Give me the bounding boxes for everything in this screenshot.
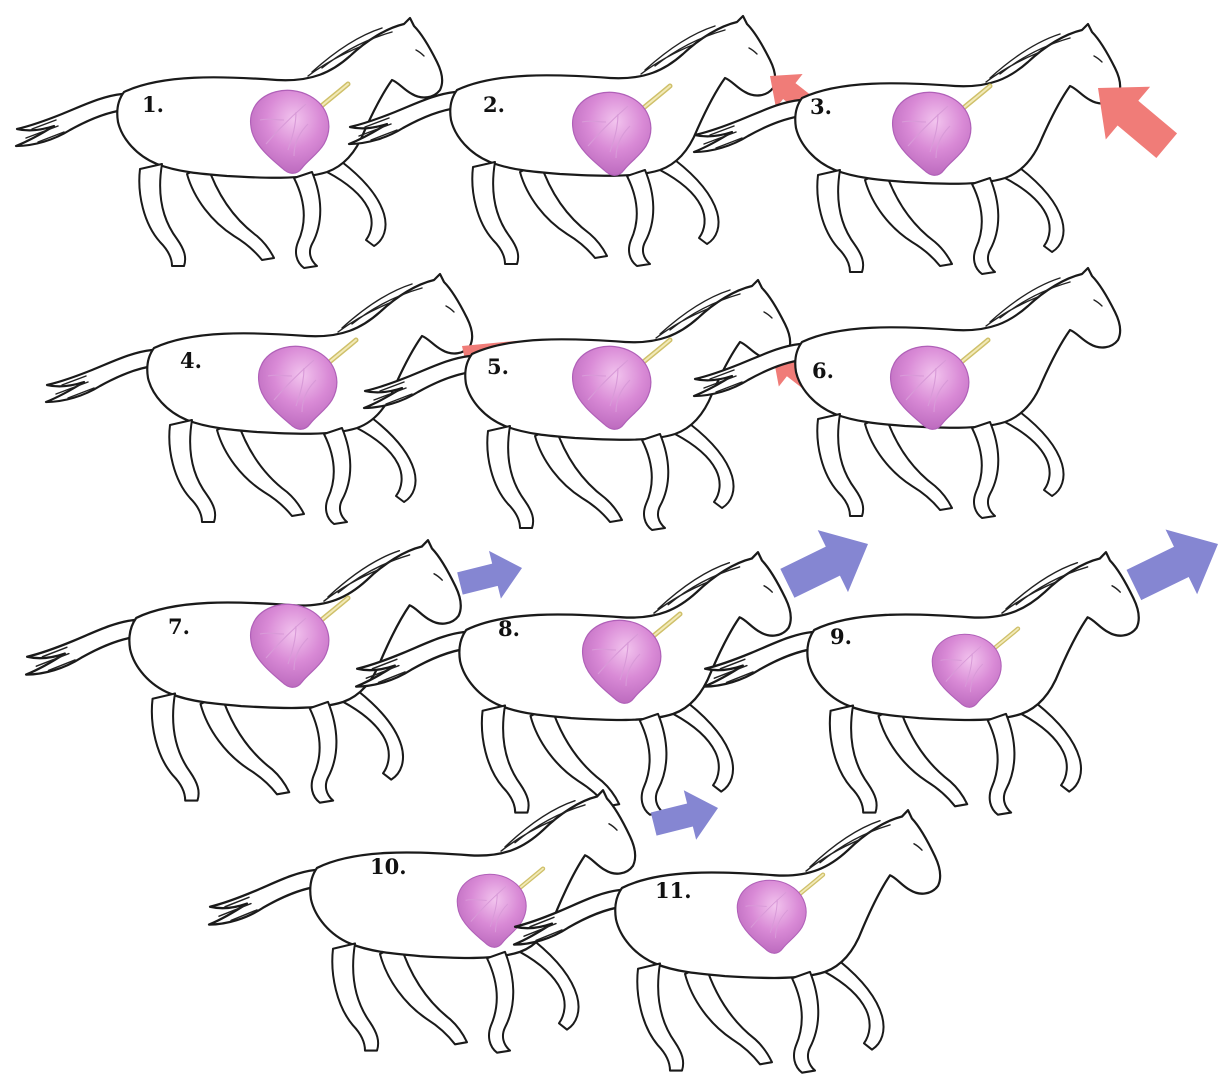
frame-label-3: 3. [810, 94, 832, 119]
inhale-arrow-icon [772, 513, 883, 614]
frame-label-2: 2. [483, 92, 505, 117]
frame-label-1: 1. [142, 92, 164, 117]
frame-label-10: 10. [370, 854, 407, 879]
frame-label-4: 4. [180, 348, 202, 373]
frame-label-5: 5. [487, 354, 509, 379]
inhale-arrow-icon [454, 544, 528, 607]
frame-label-6: 6. [812, 358, 834, 383]
frame-label-11: 11. [655, 878, 692, 903]
horse-outline [46, 274, 472, 524]
horse-outline [16, 18, 442, 268]
horse-frame-1: 1. [16, 18, 442, 268]
frame-label-9: 9. [830, 624, 852, 649]
inhale-arrow-icon [648, 783, 725, 849]
horse-frame-4: 4. [46, 274, 472, 524]
frame-label-7: 7. [168, 614, 190, 639]
frame-label-8: 8. [498, 616, 520, 641]
